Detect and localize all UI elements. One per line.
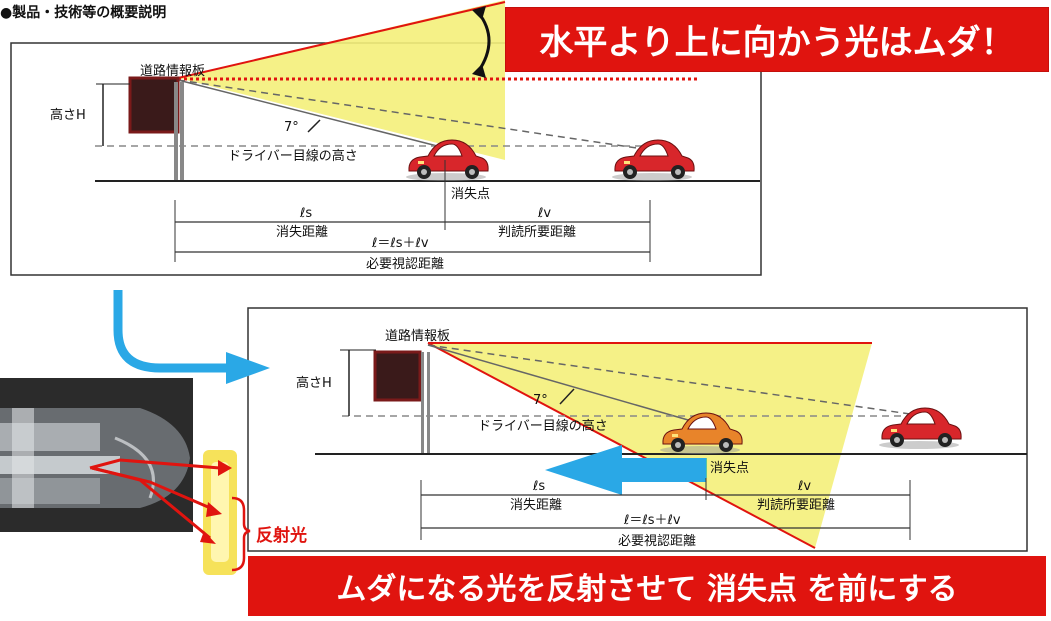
transition-arrowhead <box>226 352 270 384</box>
reflection-ray-3-head <box>200 531 216 544</box>
angle-arc-top <box>307 119 321 133</box>
vanish-forward-arrow <box>545 445 706 495</box>
top-banner: 水平より上に向かう光はムダ！ <box>505 7 1049 72</box>
road-info-sign-top <box>128 76 184 182</box>
reflection-arrows <box>89 458 232 544</box>
reflection-bracket <box>231 496 251 572</box>
lv-label-bottom: 判読所要距離 <box>757 497 835 513</box>
arc-arrowhead-bottom <box>472 64 486 78</box>
vanish-label-top: 消失点 <box>451 187 490 202</box>
height-label-bottom: 高さH <box>296 375 332 391</box>
reflected-light-label: 反射光 <box>256 526 307 546</box>
lv-symbol-bottom: ℓv <box>797 479 811 494</box>
ls-label-top: 消失距離 <box>276 225 328 240</box>
angle-label-bottom: 7° <box>533 393 548 408</box>
vanish-label-bottom: 消失点 <box>710 461 749 476</box>
road-info-sign-bottom <box>373 350 430 455</box>
reflection-ray-1-head <box>218 460 232 476</box>
diagram-top: 道路情報板 高さH 7° ドライバー目線の高さ 消失点 ℓs 消失距離 ℓv 判… <box>10 0 762 276</box>
sign-label-top: 道路情報板 <box>140 63 205 79</box>
total-formula-bottom: ℓ＝ℓs＋ℓv <box>623 513 681 528</box>
total-formula-top: ℓ＝ℓs＋ℓv <box>371 236 429 251</box>
led-lens-photo <box>0 378 193 532</box>
driver-eye-label-bottom: ドライバー目線の高さ <box>478 418 608 434</box>
sight-line-bottom <box>427 344 696 423</box>
reflected-light-core <box>211 462 229 562</box>
reflection-ray-1 <box>89 458 221 470</box>
driver-eye-label-top: ドライバー目線の高さ <box>228 148 358 164</box>
ls-symbol-bottom: ℓs <box>532 479 545 494</box>
total-label-top: 必要視認距離 <box>366 256 444 272</box>
arc-arrowhead-top <box>472 6 486 20</box>
page-title: ●製品・技術等の概要説明 <box>0 5 167 21</box>
sight-line-to-far-car <box>177 79 651 151</box>
angle-arc-bottom <box>559 388 575 405</box>
ls-symbol-top: ℓs <box>299 206 312 221</box>
reflection-ray-2-head <box>206 502 222 517</box>
total-label-bottom: 必要視認距離 <box>618 533 696 549</box>
height-label-top: 高さH <box>50 107 86 123</box>
ls-label-bottom: 消失距離 <box>510 498 562 513</box>
sign-label-bottom: 道路情報板 <box>385 328 450 344</box>
lv-label-top: 判読所要距離 <box>498 224 576 240</box>
reflection-ray-3 <box>91 466 211 540</box>
lv-symbol-top: ℓv <box>537 206 551 221</box>
reflection-ray-2 <box>91 466 216 512</box>
angle-label-top: 7° <box>284 120 299 135</box>
bottom-banner: ムダになる光を反射させて 消失点 を前にする <box>248 556 1046 616</box>
light-cone-bottom <box>428 343 872 548</box>
sight-line-to-vanish <box>177 79 446 149</box>
transition-arrow <box>113 290 228 373</box>
sight-line-far-bottom <box>427 344 911 415</box>
light-upper-edge <box>177 1 506 79</box>
diagram-bottom: 道路情報板 高さH 7° ドライバー目線の高さ 消失点 ℓs 消失距離 ℓv 判… <box>113 290 1028 575</box>
